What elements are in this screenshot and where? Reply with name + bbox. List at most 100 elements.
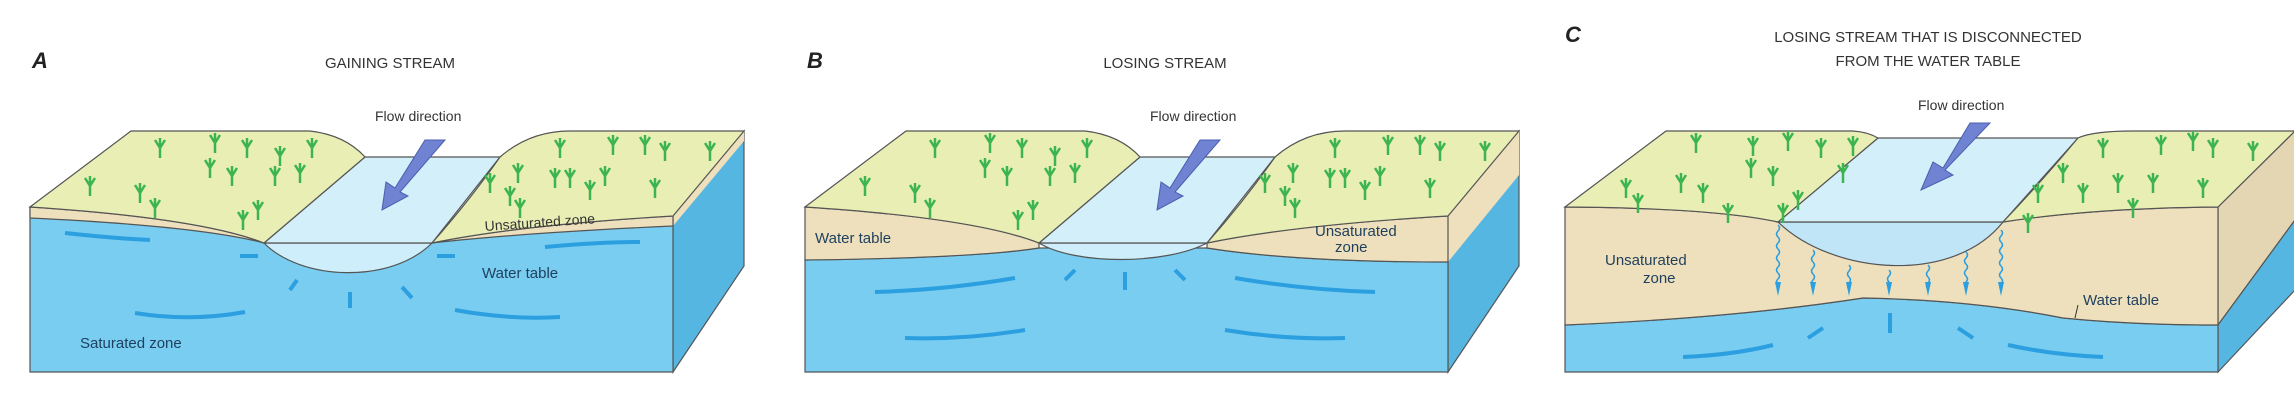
water-table-label: Water table [2083,292,2159,309]
panel-letter: B [807,48,823,73]
plant-icon [83,176,97,196]
plant-icon [1373,166,1387,186]
plant-icon [1814,138,1828,158]
plant-icon [1011,210,1025,230]
plant-icon [858,176,872,196]
plant-icon [548,168,562,188]
plant-icon [1258,173,1272,193]
plant-icon [2031,183,2045,203]
plant-icon [1836,163,1850,183]
plant-icon [908,183,922,203]
plant-icon [305,138,319,158]
plant-icon [1423,178,1437,198]
plant-icon [2154,135,2168,155]
plant-icon [1674,173,1688,193]
plant-icon [1791,190,1805,210]
plant-icon [1068,163,1082,183]
plant-icon [483,173,497,193]
plant-icon [208,133,222,153]
plant-icon [273,146,287,166]
plant-icon [2096,138,2110,158]
block-diagram [28,129,746,374]
groundwater-flow-arrows [64,231,641,320]
plant-icon [1288,198,1302,218]
plant-icon [513,198,527,218]
plant-icon [1048,146,1062,166]
plant-icon [1026,200,1040,220]
plant-icon [2186,131,2200,151]
seepage-arrow-head [1963,282,1969,296]
plant-icon [1781,131,1795,151]
plant-icon [236,210,250,230]
plant-icon [268,166,282,186]
plant-icon [978,158,992,178]
plant-icon [2056,163,2070,183]
plant-icon [2126,198,2140,218]
plant-icon [928,138,942,158]
water-table-label: Water table [815,230,891,247]
plant-icon [1631,193,1645,213]
plant-icon [1323,168,1337,188]
plant-icon [1278,186,1292,206]
plant-icon [1381,135,1395,155]
plant-icon [1766,166,1780,186]
saturated-zone [804,247,1449,373]
unsaturated-zone-label-line1: Unsaturated [1315,223,1397,240]
plant-icon [598,166,612,186]
plant-icon [503,186,517,206]
plant-icon [225,166,239,186]
flow-direction-arrow [381,139,447,211]
plant-icon [293,163,307,183]
panel-losing-stream: B LOSING STREAM Flow direction Water tab… [803,48,1521,374]
plant-icon [2206,138,2220,158]
plant-icon [1080,138,1094,158]
panel-title: LOSING STREAM [1103,55,1226,72]
panel-title-line2: FROM THE WATER TABLE [1835,53,2020,70]
stream-channel [1776,221,2005,267]
panel-letter: A [31,48,48,73]
unsaturated-zone-label-line2: zone [1335,239,1368,256]
plant-icon [1338,168,1352,188]
unsaturated-zone-label: Unsaturated zone [484,210,596,234]
plant-icon [703,141,717,161]
plant-icon [2196,178,2210,198]
panel-title: GAINING STREAM [325,55,455,72]
flow-direction-arrow [1920,122,1992,192]
plant-icon [648,178,662,198]
seepage-arrows [1775,224,2004,296]
flow-direction-label: Flow direction [1918,97,2004,113]
plant-icon [511,163,525,183]
plant-icon [983,133,997,153]
plant-icon [1846,136,1860,156]
plant-icon [563,168,577,188]
plant-icon [1043,166,1057,186]
plant-icon [2076,183,2090,203]
plant-icon [1000,166,1014,186]
panel-letter: C [1565,22,1582,47]
panel-disconnected-losing-stream: C LOSING STREAM THAT IS DISCONNECTED FRO… [1563,22,2294,374]
plant-icon [2146,173,2160,193]
plant-icon [1328,138,1342,158]
plant-icon [1358,180,1372,200]
water-table-label: Water table [482,265,558,282]
seepage-arrow-head [1846,282,1852,296]
plant-icon [1015,138,1029,158]
flow-direction-arrow [1156,139,1222,211]
plants [83,133,717,230]
unsaturated-zone-label-line2: zone [1643,270,1676,287]
plant-icon [923,198,937,218]
seepage-arrow [1810,249,1816,292]
flow-direction-label: Flow direction [375,108,461,124]
plant-icon [1689,133,1703,153]
plant-icon [2021,213,2035,233]
plant-icon [1744,158,1758,178]
plant-icon [1478,141,1492,161]
right-side-soil [673,131,744,226]
plant-icon [133,183,147,203]
plant-icon [1413,135,1427,155]
plants [858,133,1492,230]
seepage-arrow [1775,224,1781,292]
seepage-arrow [1998,229,2004,292]
panel-gaining-stream: A GAINING STREAM Flow direction Unsatura… [28,48,746,374]
flow-direction-label: Flow direction [1150,108,1236,124]
